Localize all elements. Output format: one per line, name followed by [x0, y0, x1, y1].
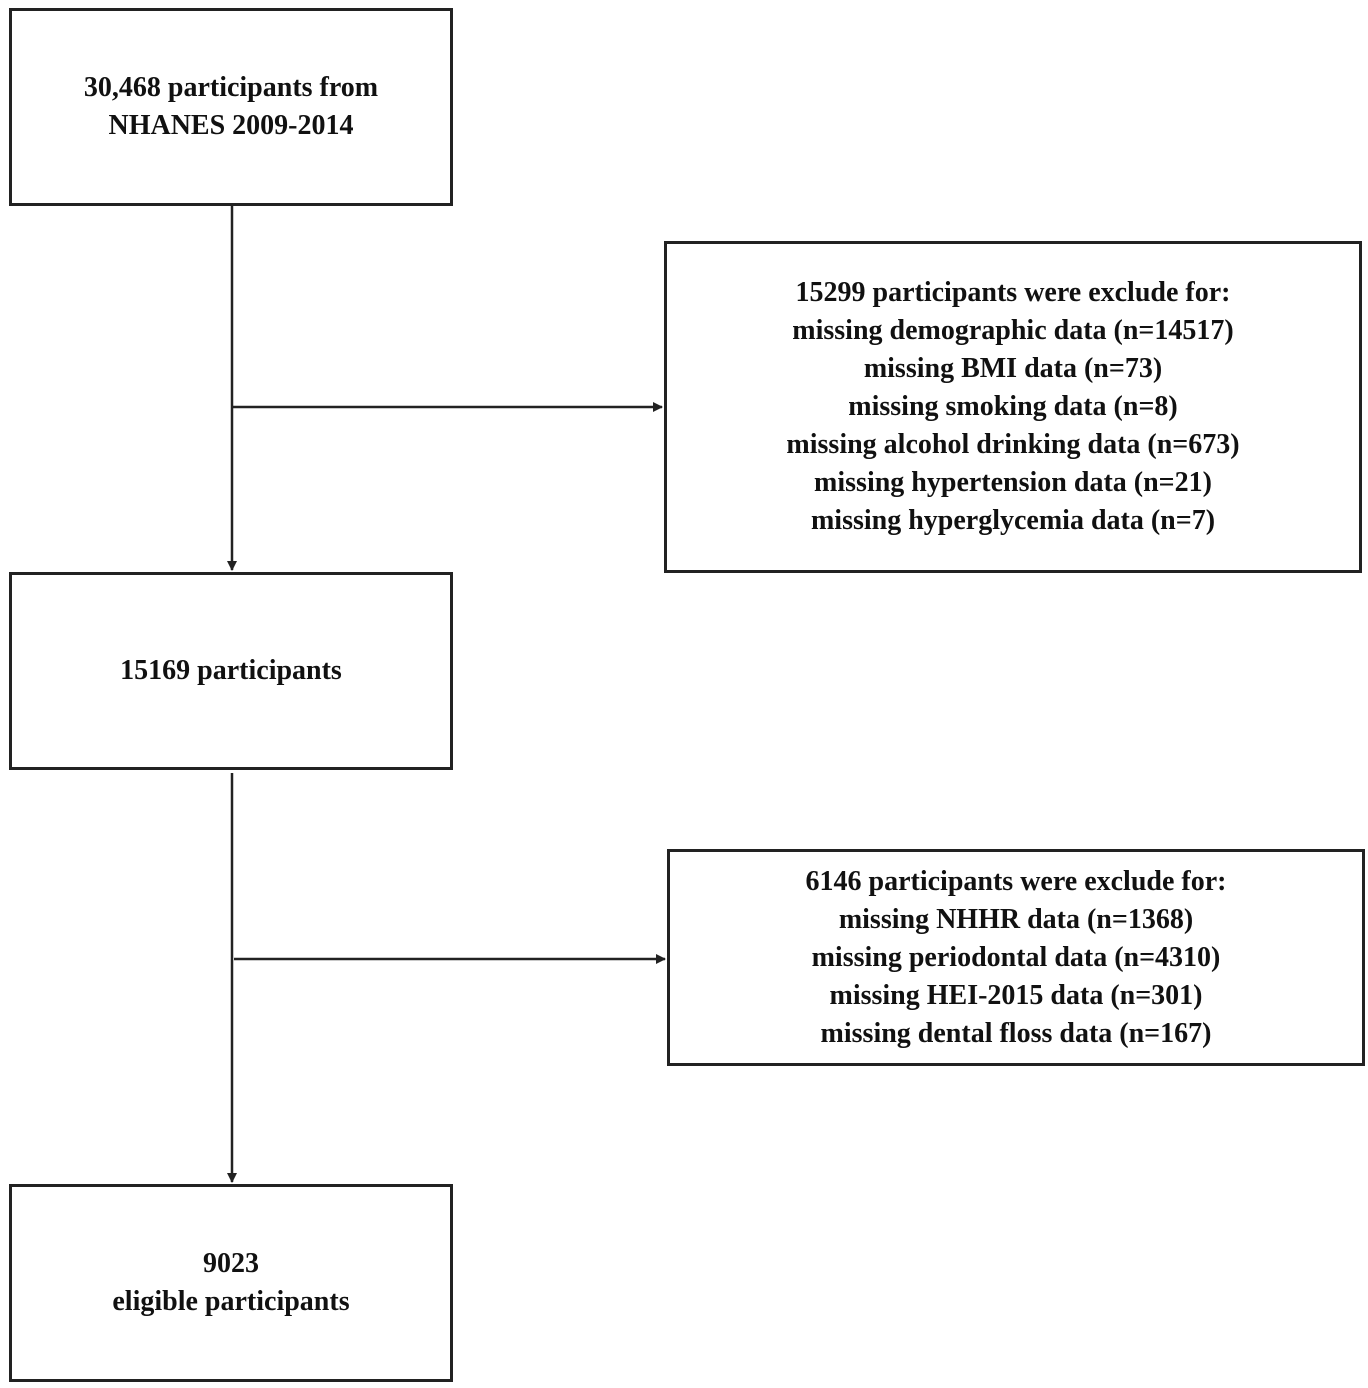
exclusion-2-box: 6146 participants were exclude for: miss…: [667, 849, 1365, 1066]
exclusion-1-header: 15299 participants were exclude for:: [795, 277, 1231, 308]
exclusion-2-reason: missing NHHR data (n=1368): [838, 903, 1194, 935]
exclusion-1-reason: missing BMI data (n=73): [863, 353, 1163, 384]
exclusion-1-reason: missing demographic data (n=14517): [792, 315, 1234, 346]
exclusion-1-reason: missing hypertension data (n=21): [814, 467, 1212, 498]
start-population-box: 30,468 participants from NHANES 2009-201…: [9, 8, 453, 206]
exclusion-2-reason: missing HEI-2015 data (n=301): [829, 979, 1203, 1011]
exclusion-2-header: 6146 participants were exclude for:: [805, 865, 1227, 897]
exclusion-2-reason: missing periodontal data (n=4310): [811, 941, 1221, 973]
final-population-box: 9023 eligible participants: [9, 1184, 453, 1382]
exclusion-1-reason: missing hyperglycemia data (n=7): [810, 505, 1216, 536]
exclusion-2-reason: missing dental floss data (n=167): [820, 1017, 1212, 1049]
final-line-1: 9023: [203, 1248, 259, 1279]
start-line-2: NHANES 2009-2014: [108, 110, 354, 141]
exclusion-1-reason: missing alcohol drinking data (n=673): [786, 429, 1240, 460]
intermediate-line-1: 15169 participants: [120, 655, 342, 686]
final-line-2: eligible participants: [112, 1286, 350, 1317]
start-line-1: 30,468 participants from: [83, 72, 379, 103]
intermediate-population-box: 15169 participants: [9, 572, 453, 770]
exclusion-1-box: 15299 participants were exclude for: mis…: [664, 241, 1362, 573]
exclusion-1-reason: missing smoking data (n=8): [848, 391, 1178, 422]
